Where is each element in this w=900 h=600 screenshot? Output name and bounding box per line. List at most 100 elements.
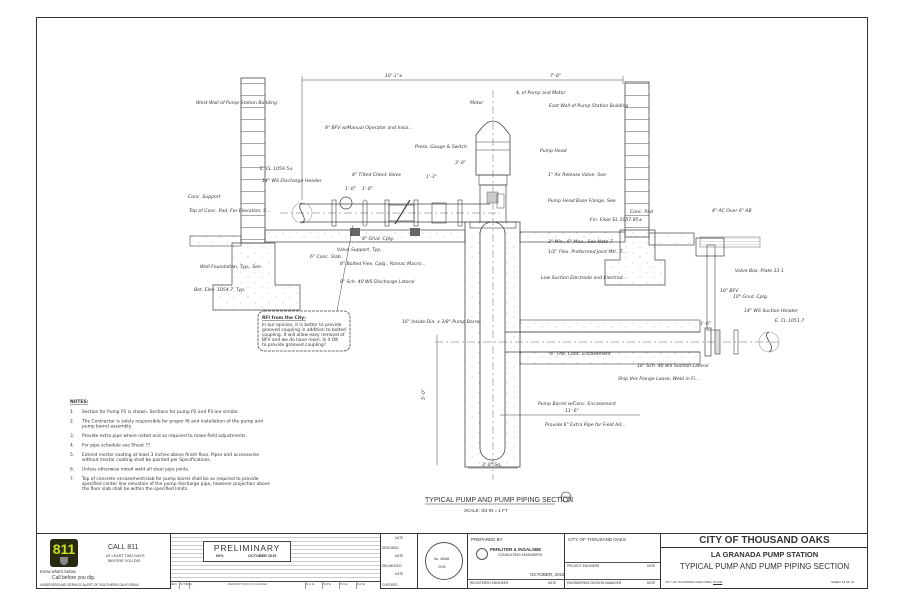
- note-number: 1.: [70, 409, 74, 415]
- callout-labels: West Wall of Pump Station Building E. CL …: [188, 90, 804, 428]
- scale-label: SCALE: 3/4 IN = 1 FT: [464, 508, 508, 513]
- callout-label: 8" Grvd. Cplg.: [362, 236, 394, 242]
- callout-label: Ship this Flange Loose, Weld in Fi…: [618, 376, 700, 382]
- call811-footer: UNDERGROUND SERVICE ALERT OF SOUTHERN CA…: [40, 583, 139, 587]
- preliminary-stamp: PRELIMINARY 60% OCTOBER 2015: [203, 541, 291, 562]
- note-text: The Contractor is solely responsible for…: [81, 419, 263, 425]
- revision-block: PRELIMINARY 60% OCTOBER 2015 REV SYMBOL …: [171, 533, 381, 589]
- dim-suction-a: 1'-6": [700, 321, 711, 327]
- checked-label: CHECKED: [382, 583, 398, 587]
- rfi-line: to provide grooved coupling?: [262, 342, 327, 348]
- note-text: For pipe schedule see Sheet ??.: [82, 443, 151, 449]
- dim-spacing-b: 1'-0": [362, 186, 373, 192]
- firm-name: PERLITER & INGALSBE: [490, 547, 542, 552]
- callout-label: Conc. Support: [188, 194, 221, 200]
- note-text: without mortar coating shall be painted …: [82, 457, 211, 463]
- callout-label: 6" Conc. Slab: [310, 254, 341, 260]
- callout-label: ℄ of Pump and Motor: [516, 90, 566, 96]
- callout-label: Pump Head Base Flange, See: [548, 198, 616, 204]
- callout-label: 14" WS Discharge Header: [262, 178, 323, 184]
- city-signoff-block: CITY OF THOUSAND OAKS PROJECT ENGINEER D…: [565, 533, 661, 589]
- note-text: specified center line elevation of the p…: [82, 481, 270, 487]
- delineated-date-label: DATE: [395, 554, 404, 558]
- call811-call: CALL 811: [108, 544, 139, 551]
- seal-type: CIVIL: [438, 565, 447, 569]
- west-wall: [212, 77, 301, 311]
- stamp-date: OCTOBER 2015: [248, 554, 277, 558]
- sheet-number: SHEET 18 OF 31: [831, 580, 855, 584]
- rfi-line: In our opinion, it is better to provide: [262, 322, 342, 328]
- prepared-date: OCTOBER, 2015: [530, 572, 565, 577]
- delineated-label: DELINEATED: [382, 564, 402, 568]
- registered-engineer-label: REGISTERED ENGINEER: [470, 581, 509, 585]
- stamp-text: PRELIMINARY: [213, 543, 281, 553]
- callout-label: 8" Sch. 40 WS Discharge Lateral: [340, 279, 415, 285]
- call811-logo: 811: [50, 539, 78, 567]
- section-title: TYPICAL PUMP AND PUMP PIPING SECTION SCA…: [425, 491, 573, 513]
- callout-label: 8" Bolted Flex. Cplg., Romac Macro…: [340, 261, 426, 267]
- dim-barrel-depth: 5'-0": [421, 389, 427, 400]
- pump-motor: [469, 120, 517, 229]
- rfi-title: RFI from the City:: [262, 315, 306, 321]
- callout-label: 4" AC Over 6" AB: [712, 208, 752, 214]
- callout-label: 8" Tilted Check Valve: [352, 172, 401, 178]
- general-notes: NOTES: 1.Section for Pump P1 is shown. S…: [70, 399, 270, 492]
- registered-date-label: DATE: [548, 581, 557, 585]
- sheet-title: TYPICAL PUMP AND PUMP PIPING SECTION: [679, 562, 850, 571]
- dim-top-left: 10'-1"±: [385, 73, 403, 79]
- hdr-rev: REV: [171, 582, 180, 589]
- firm-subtitle: CONSULTING ENGINEERS: [498, 553, 543, 557]
- callout-label: 16" Inside Dia. x 3/8" Pump Barrel: [402, 319, 481, 325]
- callout-label: West Wall of Pump Station Building: [196, 100, 277, 106]
- checked-date-label: DATE: [395, 572, 404, 576]
- callout-label: Conc. Pad: [630, 209, 653, 215]
- dimension-lines: [301, 76, 640, 469]
- call811-advance-1: AT LEAST TWO DAYS: [106, 554, 145, 558]
- callout-label: 8" BFV w/Manual Operator and Insul…: [325, 125, 413, 131]
- signoff-block: DATE DESIGNED DATE DELINEATED DATE CHECK…: [381, 533, 418, 589]
- firm-logo-icon: [476, 548, 488, 560]
- rfi-line: coupling. It will allow easy removal of: [262, 332, 345, 338]
- hdr-description: DESCRIPTION OF CHANGE: [190, 582, 306, 589]
- discharge-piping: [280, 196, 500, 236]
- call811-tagline-2: Call before you dig.: [52, 575, 96, 581]
- call811-advance-2: BEFORE YOU DIG: [108, 559, 141, 563]
- pump-barrel-encasement: [464, 90, 521, 480]
- division-manager-date: DATE: [647, 581, 656, 585]
- callout-label: 1" Air Release Valve, See: [548, 172, 606, 178]
- city-signoff-header: CITY OF THOUSAND OAKS: [568, 537, 626, 542]
- callout-label: 14" WS Suction Header: [744, 308, 799, 314]
- callout-label: E. CL 1051.7: [775, 318, 804, 324]
- stamp-percent: 60%: [216, 554, 224, 558]
- callout-label: Bot. Elev. 1054.7, Typ.: [194, 287, 245, 293]
- callout-label: Pump Barrel w/Conc. Encasement: [538, 401, 616, 407]
- prepared-by-label: PREPARED BY: [471, 537, 503, 542]
- division-manager-label: ENGINEERING DIVISION MANAGER: [567, 581, 622, 585]
- callout-label: E. CL 1059.5±: [260, 166, 293, 172]
- hdr-date-2: DATE: [357, 582, 365, 586]
- note-number: 6.: [70, 467, 74, 473]
- note-number: 3.: [70, 433, 74, 439]
- callout-label: East Wall of Pump Station Building: [549, 103, 628, 109]
- note-text: Provide extra pipe where noted and as re…: [82, 433, 247, 439]
- rfi-line: BFV and we do have room. Is it OK: [262, 337, 338, 343]
- note-text: Top of concrete encasement/slab for pump…: [81, 476, 259, 482]
- callout-label: Wall Foundation, Typ., See: [200, 264, 261, 270]
- note-text: Section for Pump P1 is shown. Sections f…: [82, 409, 239, 415]
- callout-label: Press. Gauge & Switch: [415, 144, 467, 150]
- section-title-text: TYPICAL PUMP AND PUMP PIPING SECTION: [425, 497, 573, 504]
- call811-tagline-1: Know what's below.: [40, 569, 77, 574]
- dim-encasement-width: 3'-0" Sq.: [482, 462, 502, 468]
- callout-label: 2" Min., 6" Max., See Note 7: [548, 239, 613, 245]
- suction-lateral: [435, 244, 780, 365]
- dwg-number: 15-044: [713, 580, 723, 584]
- revision-headers: REV SYMBOL DESCRIPTION OF CHANGE R.C.E. …: [171, 581, 380, 589]
- hdr-pde: P.D.E.: [340, 582, 357, 589]
- seal-number: No. 46186: [434, 557, 450, 561]
- callout-label: 1/2" Flex. Preformed Joint Mtl., T…: [548, 249, 627, 255]
- callout-label: Low Suction Electrode and Electrod…: [541, 275, 627, 281]
- note-text: Extend mortar coating at least 3 inches …: [82, 452, 260, 458]
- project-engineer-label: PROJECT ENGINEER: [567, 564, 600, 568]
- rfi-line: grooved coupling in addition to bolted: [262, 327, 346, 333]
